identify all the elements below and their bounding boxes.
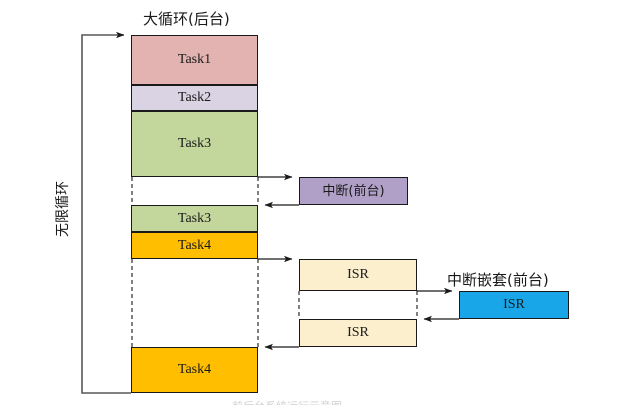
nested-interrupt-title: 中断嵌套(前台): [447, 271, 549, 289]
block-task1-label: Task1: [177, 52, 212, 67]
infinite-loop-label: 无限循环: [55, 181, 71, 237]
block-task3-lower: Task3: [131, 205, 258, 232]
block-task2-label: Task2: [177, 90, 212, 105]
block-isr-2-label: ISR: [347, 325, 369, 340]
block-task4-lower-label: Task4: [177, 362, 212, 377]
infinite-loop-bracket: [81, 31, 131, 394]
diagram-title: 大循环(后台): [143, 10, 230, 28]
block-nested-isr-label: ISR: [503, 297, 525, 312]
block-interrupt-label: 中断(前台): [322, 183, 385, 199]
block-interrupt: 中断(前台): [299, 177, 408, 205]
block-task3-lower-label: Task3: [177, 210, 212, 226]
block-task3-upper: Task3: [131, 111, 258, 177]
block-isr-2: ISR: [299, 319, 417, 347]
block-task4-upper-label: Task4: [177, 237, 212, 253]
block-task4-lower: Task4: [131, 347, 258, 393]
block-isr-1: ISR: [299, 259, 417, 291]
block-task2: Task2: [131, 85, 258, 111]
block-task1: Task1: [131, 35, 258, 85]
bottom-caption: 前后台系统运行示意图: [232, 398, 342, 405]
block-task4-upper: Task4: [131, 232, 258, 259]
block-task3-upper-label: Task3: [177, 136, 212, 151]
block-isr-1-label: ISR: [347, 267, 369, 282]
block-nested-isr: ISR: [459, 291, 569, 319]
